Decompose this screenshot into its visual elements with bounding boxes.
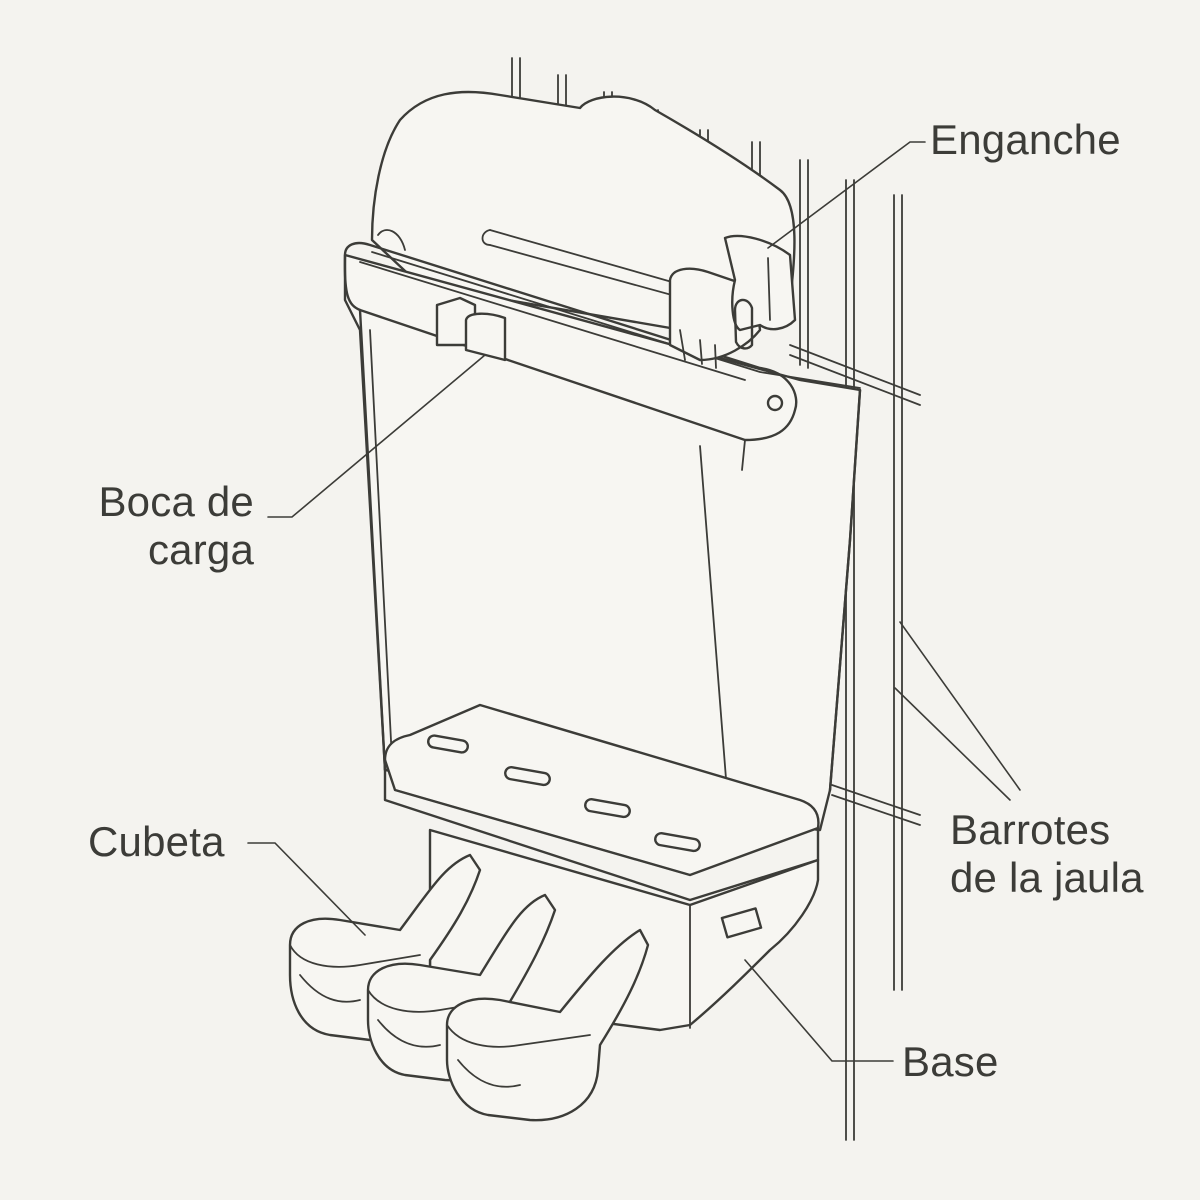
cup-3: [445, 928, 650, 1122]
leader-base: [744, 959, 894, 1062]
label-barrotes-line1: Barrotes: [950, 806, 1111, 853]
label-enganche: Enganche: [930, 116, 1121, 164]
lower-base: [428, 828, 820, 1032]
leader-barrotes-1: [899, 621, 1021, 791]
hopper-body: [343, 241, 862, 832]
leader-barrotes-2: [894, 687, 1011, 801]
leader-boca: [267, 354, 486, 518]
cup-2: [366, 893, 557, 1082]
label-cubeta: Cubeta: [88, 818, 225, 866]
label-base-text: Base: [902, 1038, 999, 1085]
label-barrotes: Barrotes de la jaula: [950, 806, 1144, 902]
leader-cubeta: [247, 842, 366, 936]
label-cubeta-text: Cubeta: [88, 818, 225, 865]
leader-enganche: [767, 141, 926, 249]
cups: [288, 853, 650, 1122]
label-boca-de-carga: Boca de carga: [60, 478, 254, 574]
label-barrotes-line2: de la jaula: [950, 854, 1144, 901]
hook: [668, 234, 797, 369]
label-base: Base: [902, 1038, 999, 1086]
leader-lines: [247, 141, 1021, 1062]
base-plate: [383, 703, 820, 902]
label-enganche-text: Enganche: [930, 116, 1121, 163]
label-boca-line1: Boca de: [98, 478, 254, 525]
label-boca-line2: carga: [147, 526, 254, 573]
cup-1: [288, 853, 482, 1042]
